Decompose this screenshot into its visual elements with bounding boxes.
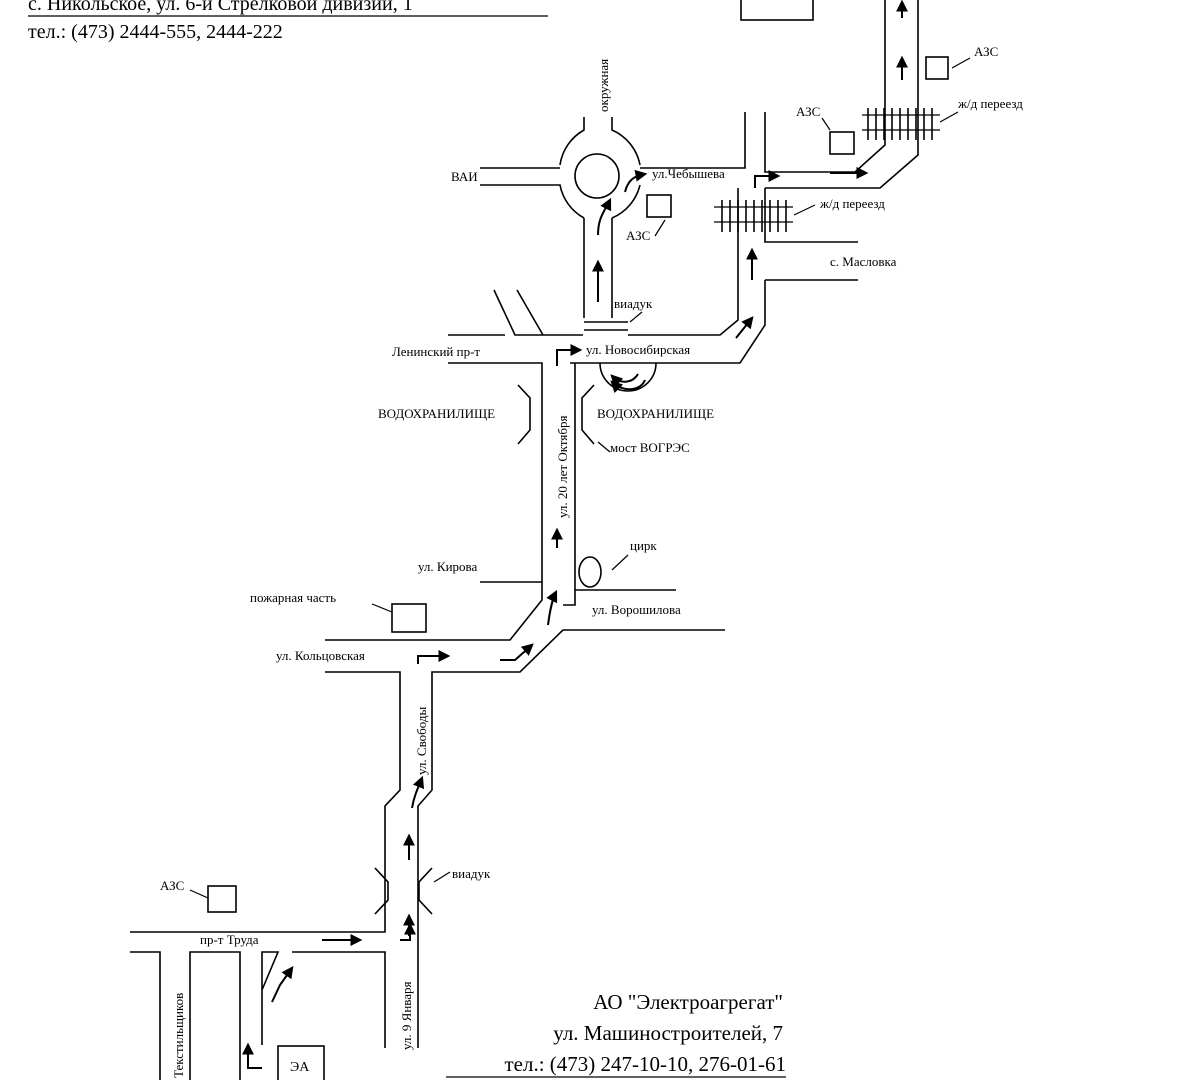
chebysheva-label: ул.Чебышева: [652, 166, 725, 181]
viaduct-label-top: виадук: [614, 296, 653, 311]
rail-crossing-top: [862, 108, 959, 140]
reservoir-label-left: ВОДОХРАНИЛИЩЕ: [378, 406, 495, 421]
gas-station-label-1: АЗС: [974, 44, 998, 59]
plant-label: ЭА: [290, 1060, 310, 1075]
svobody-label: ул. Свободы: [414, 707, 429, 775]
rail-crossing-middle: [628, 170, 858, 364]
footer-phone: тел.: (473) 247-10-10, 276-01-61: [504, 1052, 786, 1076]
oktyabrya-label: ул. 20 лет Октября: [555, 416, 570, 518]
gas-station-label-4: АЗС: [160, 878, 184, 893]
destination-building-top: [740, 0, 814, 21]
fire-station-label: пожарная часть: [250, 590, 336, 605]
gas-station-icon: [646, 194, 672, 218]
north-road: [764, 0, 919, 189]
truda-road: [130, 922, 416, 1080]
voroshilova-label: ул. Ворошилова: [592, 602, 681, 617]
kirova-label: ул. Кирова: [418, 559, 478, 574]
circus-icon: [578, 556, 602, 588]
gas-station-label-2: АЗС: [796, 104, 820, 119]
reservoir-label-right: ВОДОХРАНИЛИЩЕ: [597, 406, 714, 421]
header-phone: тел.: (473) 2444-555, 2444-222: [28, 21, 283, 43]
koltsovskaya-label: ул. Кольцовская: [276, 648, 365, 663]
header-address: с. Никольское, ул. 6-й Стрелковой дивизи…: [28, 0, 413, 15]
footer-address: ул. Машиностроителей, 7: [553, 1021, 783, 1045]
gas-station-icon: [207, 885, 237, 913]
vogres-bridge: [517, 384, 611, 548]
gas-station-icon: [829, 131, 855, 155]
svobody-road: [374, 775, 451, 936]
circus-label: цирк: [630, 538, 657, 553]
plant-building: [277, 1045, 325, 1080]
fire-station-icon: [391, 603, 427, 633]
leninsky-label: Ленинский пр-т: [392, 344, 480, 359]
roundabout: [480, 112, 746, 318]
okruzhnaya-label: окружная: [596, 59, 611, 112]
maslovka-label: с. Масловка: [830, 254, 897, 269]
truda-label: пр-т Труда: [200, 932, 259, 947]
bridge-label: мост ВОГРЭС: [610, 440, 690, 455]
novosibirskaya-label: ул. Новосибирская: [586, 342, 690, 357]
rail-crossing-middle-label: ж/д переезд: [819, 196, 885, 211]
tekstilshchikov-label: Текстильщиков: [171, 993, 186, 1078]
yanvarya-label: ул. 9 Января: [399, 981, 414, 1050]
rail-crossing-top-label: ж/д переезд: [957, 96, 1023, 111]
koltsovskaya-junction: [130, 582, 725, 1048]
gas-station-label-3: АЗС: [626, 228, 650, 243]
footer-company: АО "Электроагрегат": [593, 990, 783, 1014]
viaduct-label-bottom: виадук: [452, 866, 491, 881]
gas-station-icon: [925, 56, 949, 80]
vai-label: ВАИ: [451, 169, 478, 184]
